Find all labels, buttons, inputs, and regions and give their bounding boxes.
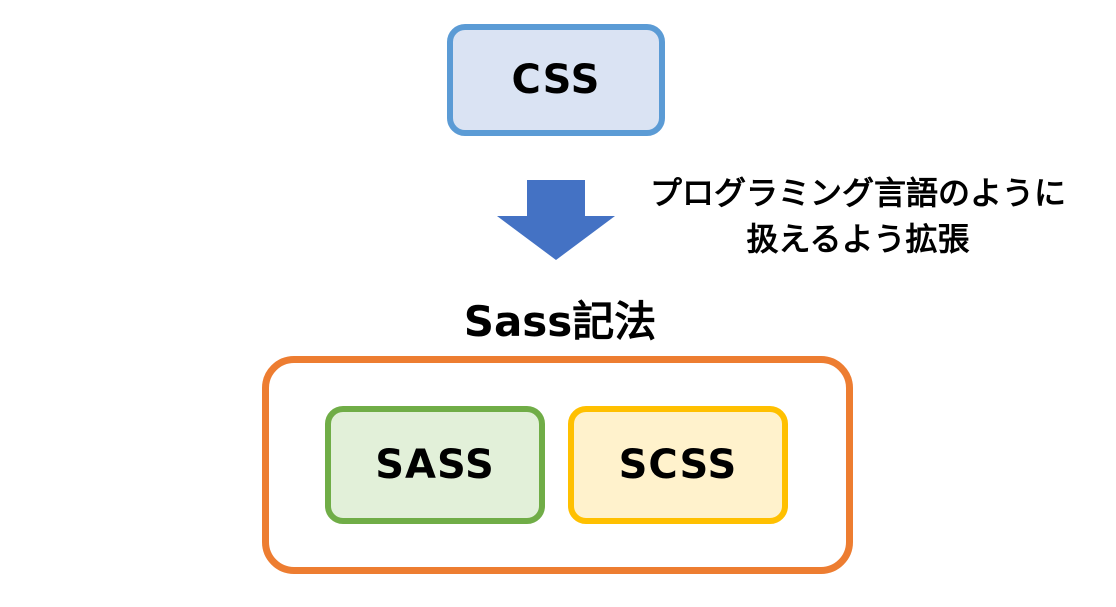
css-node: CSS [447, 24, 665, 136]
sass-group-title: Sass記法 [463, 297, 657, 346]
arrow-label-line-1: プログラミング言語のように [649, 174, 1066, 212]
down-arrow-icon [497, 180, 615, 260]
scss-node-label: SCSS [618, 442, 738, 488]
scss-node: SCSS [568, 406, 788, 524]
arrow-label-line-2: 扱えるよう拡張 [746, 220, 970, 258]
arrow-label: プログラミング言語のように 扱えるよう拡張 [600, 170, 1116, 262]
css-node-label: CSS [511, 57, 601, 103]
sass-node: SASS [325, 406, 545, 524]
sass-node-label: SASS [375, 442, 495, 488]
